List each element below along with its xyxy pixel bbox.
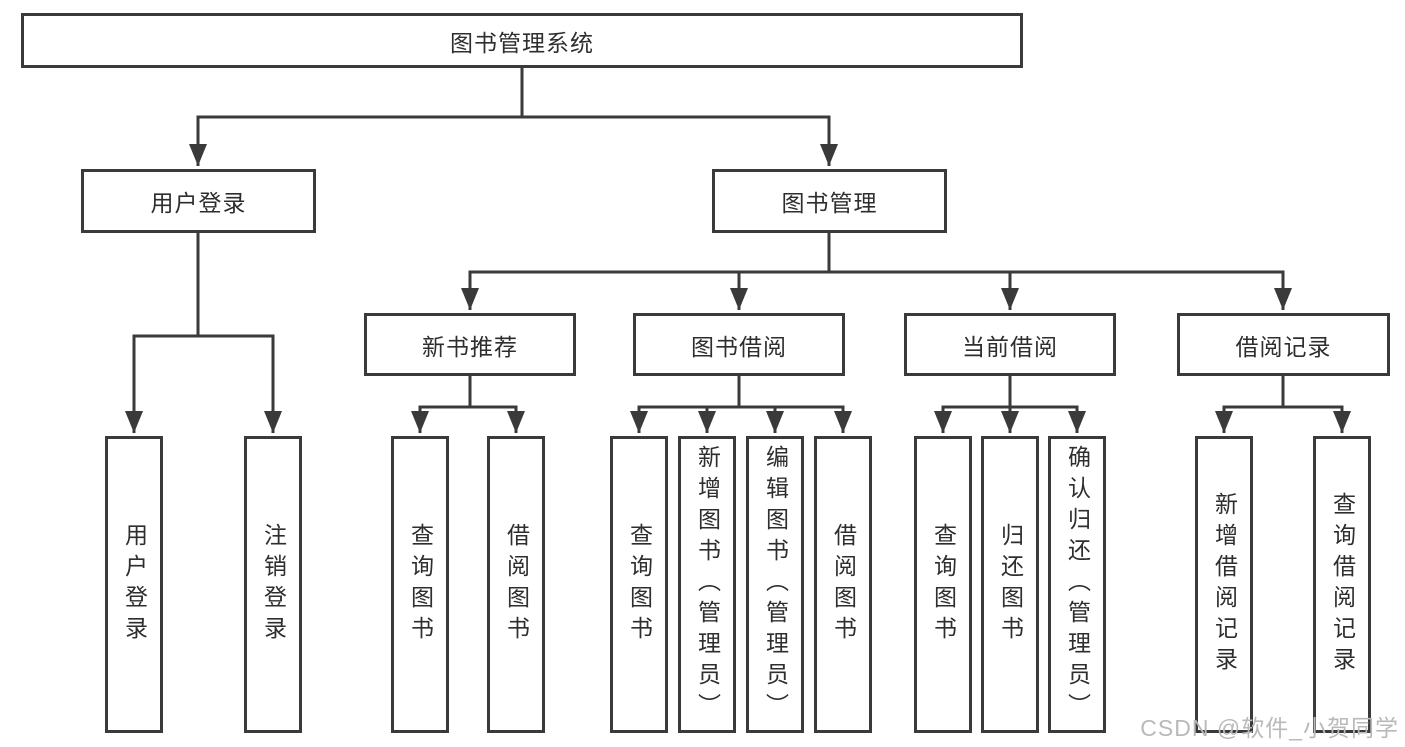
- leaf-edit-book-admin: 编辑图书（管理员）: [746, 436, 804, 733]
- leaf-query-books-2: 查询图书: [610, 436, 668, 733]
- node-new-book-recommendation-label: 新书推荐: [422, 333, 518, 360]
- leaf-query-books-2-label: 查询图书: [626, 522, 653, 647]
- leaf-borrow-books-1: 借阅图书: [487, 436, 545, 733]
- leaf-logout-label: 注销登录: [260, 522, 287, 647]
- leaf-add-book-admin: 新增图书（管理员）: [678, 436, 736, 733]
- leaf-logout: 注销登录: [244, 436, 302, 733]
- leaf-query-books-3-label: 查询图书: [930, 522, 957, 647]
- edge-root-to-level2: [189, 68, 838, 166]
- edge-new-book-children: [411, 376, 525, 433]
- leaf-query-books-1-label: 查询图书: [407, 522, 434, 647]
- node-new-book-recommendation: 新书推荐: [364, 313, 576, 376]
- leaf-borrow-books-1-label: 借阅图书: [503, 522, 530, 647]
- node-book-management-label: 图书管理: [781, 190, 878, 216]
- leaf-add-borrow-record: 新增借阅记录: [1195, 436, 1253, 733]
- leaf-query-borrow-record: 查询借阅记录: [1313, 436, 1371, 733]
- leaf-borrow-books-2: 借阅图书: [814, 436, 872, 733]
- node-book-management: 图书管理: [712, 169, 947, 233]
- leaf-edit-book-admin-label: 编辑图书（管理员）: [762, 445, 789, 724]
- leaf-confirm-return-admin-label: 确认归还（管理员）: [1064, 445, 1091, 724]
- node-book-borrowing: 图书借阅: [633, 313, 845, 376]
- leaf-query-books-1: 查询图书: [391, 436, 449, 733]
- leaf-borrow-books-2-label: 借阅图书: [830, 522, 857, 647]
- leaf-query-borrow-record-label: 查询借阅记录: [1329, 491, 1356, 678]
- edge-book-borrow-children: [630, 376, 852, 433]
- leaf-user-login-label: 用户登录: [121, 522, 148, 647]
- edge-book-management-children: [461, 233, 1292, 310]
- edge-user-login-children: [125, 233, 282, 433]
- node-borrowing-records-label: 借阅记录: [1235, 333, 1332, 360]
- leaf-query-books-3: 查询图书: [914, 436, 972, 733]
- node-current-borrowing-label: 当前借阅: [962, 333, 1058, 360]
- node-borrowing-records: 借阅记录: [1177, 313, 1390, 376]
- leaf-return-books-label: 归还图书: [997, 522, 1024, 647]
- leaf-add-borrow-record-label: 新增借阅记录: [1211, 491, 1238, 678]
- node-user-login-label: 用户登录: [150, 190, 247, 216]
- edge-current-borrow-children: [934, 376, 1086, 433]
- node-library-management-system: 图书管理系统: [21, 13, 1023, 68]
- leaf-add-book-admin-label: 新增图书（管理员）: [694, 445, 721, 724]
- csdn-watermark: CSDN @软件_小贺同学: [1140, 715, 1399, 741]
- node-book-borrowing-label: 图书借阅: [691, 333, 787, 360]
- edge-records-children: [1215, 376, 1351, 433]
- leaf-confirm-return-admin: 确认归还（管理员）: [1048, 436, 1106, 733]
- node-library-management-system-label: 图书管理系统: [450, 29, 594, 56]
- node-current-borrowing: 当前借阅: [904, 313, 1116, 376]
- leaf-user-login: 用户登录: [105, 436, 163, 733]
- leaf-return-books: 归还图书: [981, 436, 1039, 733]
- node-user-login: 用户登录: [81, 169, 316, 233]
